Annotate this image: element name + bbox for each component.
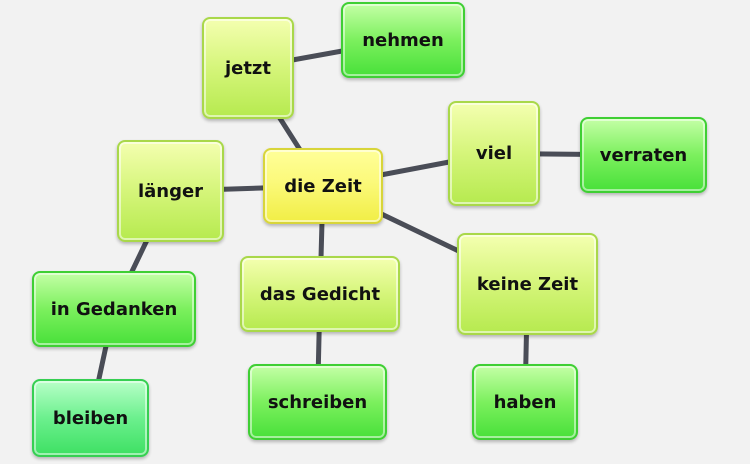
node-label: verraten	[599, 144, 688, 166]
node-das-gedicht[interactable]: das Gedicht	[240, 256, 400, 332]
node-label: die Zeit	[284, 175, 362, 197]
node-laenger[interactable]: länger	[117, 140, 224, 242]
node-haben[interactable]: haben	[472, 364, 578, 440]
node-schreiben[interactable]: schreiben	[248, 364, 387, 440]
node-die-zeit[interactable]: die Zeit	[263, 148, 383, 224]
node-nehmen[interactable]: nehmen	[341, 2, 465, 78]
node-jetzt[interactable]: jetzt	[202, 17, 294, 119]
node-label: bleiben	[52, 407, 129, 429]
node-keine-zeit[interactable]: keine Zeit	[457, 233, 598, 335]
node-label: in Gedanken	[50, 298, 178, 320]
node-verraten[interactable]: verraten	[580, 117, 707, 193]
node-label: keine Zeit	[476, 273, 579, 295]
node-label: jetzt	[224, 57, 272, 79]
node-label: nehmen	[362, 29, 444, 51]
node-label: haben	[493, 391, 557, 413]
node-bleiben[interactable]: bleiben	[32, 379, 149, 457]
node-label: schreiben	[267, 391, 368, 413]
node-label: das Gedicht	[259, 283, 381, 305]
node-label: länger	[137, 180, 204, 202]
node-viel[interactable]: viel	[448, 101, 540, 206]
node-in-gedanken[interactable]: in Gedanken	[32, 271, 196, 347]
node-label: viel	[475, 143, 513, 164]
